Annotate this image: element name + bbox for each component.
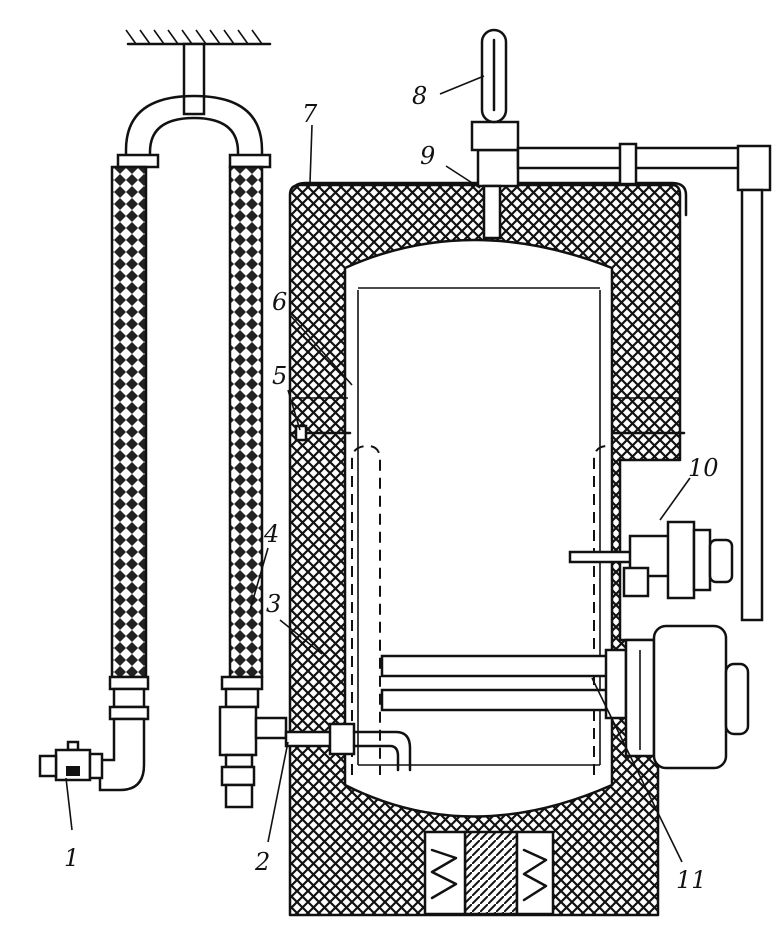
left-flexible-hose	[110, 165, 148, 679]
thermometer	[480, 28, 508, 124]
leader-3	[279, 619, 323, 655]
label-7: 7	[302, 100, 318, 128]
inner-tank	[343, 238, 614, 818]
thermostat	[568, 520, 734, 600]
bottom-stand	[423, 830, 555, 916]
leader-10	[659, 477, 691, 521]
leader-4	[249, 547, 269, 611]
hot-water-pipe	[516, 142, 772, 622]
right-flexible-hose	[228, 165, 264, 679]
label-9: 9	[420, 142, 435, 170]
label-8: 8	[412, 82, 427, 110]
right-hose-fittings	[218, 675, 288, 809]
suspension-u-pipe	[116, 94, 272, 169]
casing-studs	[290, 397, 686, 442]
leader-6	[289, 314, 353, 386]
label-1: 1	[64, 844, 79, 872]
label-5: 5	[272, 362, 287, 390]
cold-water-inlet	[284, 722, 412, 772]
label-3: 3	[266, 590, 281, 618]
ceiling-mount	[125, 29, 272, 116]
leader-5	[287, 389, 301, 431]
leader-1	[65, 777, 73, 831]
left-hose-fittings	[98, 675, 150, 792]
label-11: 11	[676, 866, 707, 894]
leader-2	[267, 741, 289, 843]
leader-lines	[65, 75, 691, 863]
leader-8	[439, 75, 485, 95]
heating-elements	[380, 624, 750, 770]
label-10: 10	[688, 454, 719, 482]
label-2: 2	[254, 848, 270, 876]
leader-9	[445, 165, 481, 189]
leader-11	[591, 677, 683, 863]
leader-7	[309, 124, 313, 184]
drain-valve	[38, 740, 104, 782]
top-outlet	[470, 120, 520, 240]
label-4: 4	[263, 520, 279, 548]
callout-labels: 1 2 3 4 5 6 7 8 9 10 11	[64, 82, 719, 894]
label-6: 6	[272, 288, 287, 316]
